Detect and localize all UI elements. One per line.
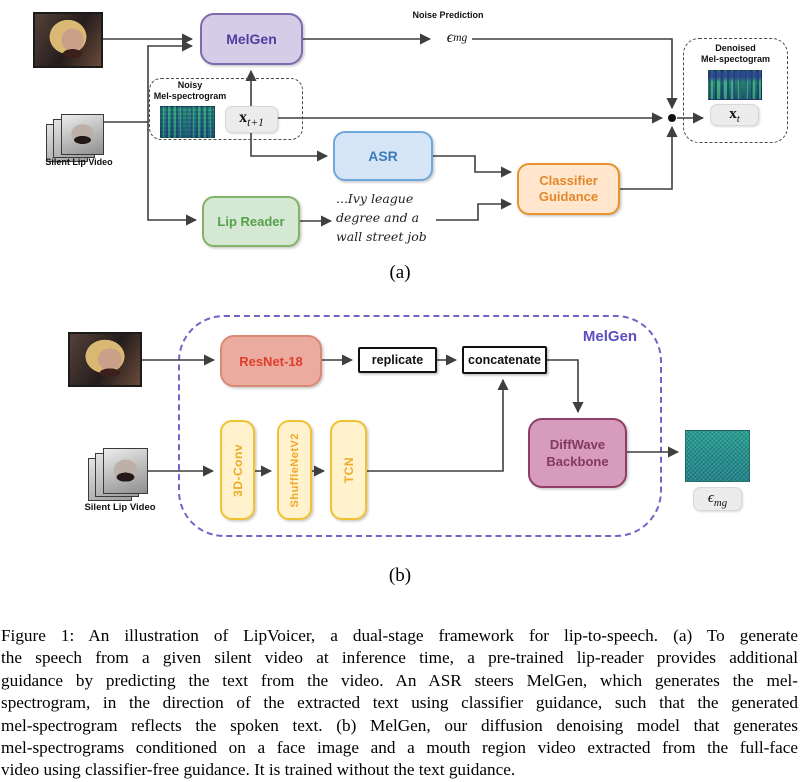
caption-line: spectrogram, in the direction of the ext…: [1, 693, 798, 713]
3d-conv-block: 3D-Conv: [220, 420, 255, 520]
noisy-mel-spectrogram-image: [160, 106, 215, 138]
face-image: [33, 12, 103, 68]
panel-b-label: (b): [388, 565, 412, 586]
predicted-noise-image: [685, 430, 750, 482]
caption-line: video using classifier-free guidance. It…: [1, 760, 516, 780]
noise-prediction-label: Noise Prediction: [412, 10, 484, 20]
caption-line: mel-spectrograms conditioned on a face i…: [1, 738, 798, 758]
video-frame: [60, 114, 104, 155]
merge-junction-dot: [668, 114, 676, 122]
caption-line: guidance by predicting the text from the…: [1, 670, 798, 690]
tcn-block: TCN: [330, 420, 367, 520]
panel-a-label: (a): [389, 262, 411, 283]
connector-arrows: [100, 33, 705, 477]
concatenate-block: concatenate: [462, 346, 547, 374]
figure-diagram: Silent Lip Video MelGen Noise Prediction…: [33, 10, 788, 586]
lip-reader-transcript: ...Ivy league degree and a wall street j…: [336, 191, 427, 244]
caption-line: the speech from a given silent video at …: [1, 648, 798, 668]
diffwave-backbone-block: DiffWave Backbone: [528, 418, 627, 488]
denoised-mel-spectrogram-group: [683, 38, 788, 143]
silent-lip-video-frames: [88, 448, 148, 501]
video-frame: [103, 448, 148, 494]
melgen-container-label: MelGen: [582, 328, 638, 345]
denoised-mel-label: Denoised Mel-spectogram: [700, 43, 771, 64]
figure-caption: Figure 1: An illustration of LipVoicer, …: [1, 625, 798, 782]
classifier-guidance-block: Classifier Guidance: [517, 163, 620, 215]
lip-reader-block: Lip Reader: [202, 196, 300, 247]
silent-lip-video-label: Silent Lip Video: [84, 502, 156, 513]
x-t-plus-1-node: xt+1: [225, 106, 278, 133]
denoised-mel-spectrogram-image: [708, 70, 762, 100]
x-t-node: xt: [710, 104, 759, 126]
resnet18-block: ResNet-18: [220, 335, 322, 387]
noisy-mel-label: Noisy Mel-spectrogram: [153, 80, 227, 101]
silent-lip-video-label: Silent Lip Video: [45, 157, 113, 167]
silent-lip-video-frames: [46, 114, 104, 162]
melgen-block: MelGen: [200, 13, 303, 65]
replicate-block: replicate: [358, 347, 437, 373]
caption-line: Figure 1: An illustration of LipVoicer, …: [1, 626, 798, 645]
shufflenetv2-block: ShuffleNetV2: [277, 420, 312, 520]
caption-line: mel-spectrogram reflects the spoken text…: [1, 715, 798, 735]
epsilon-mg-node: ϵmg: [693, 487, 742, 511]
melgen-dashed-container: [178, 315, 662, 537]
noisy-mel-spectrogram-group: [149, 78, 303, 140]
face-image: [68, 332, 142, 387]
asr-block: ASR: [333, 131, 433, 181]
